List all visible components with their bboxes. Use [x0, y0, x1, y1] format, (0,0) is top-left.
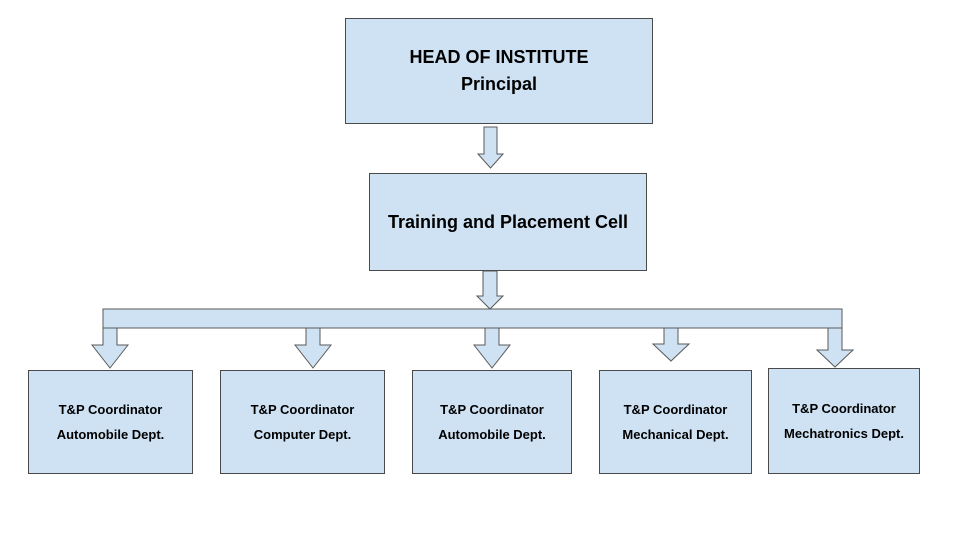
coordinator-role: T&P Coordinator	[440, 402, 544, 417]
cell-title: Training and Placement Cell	[387, 211, 629, 232]
coordinator-dept: Automobile Dept.	[438, 427, 546, 442]
distribution-bar	[102, 308, 843, 329]
coordinator-box: T&P Coordinator Automobile Dept.	[28, 370, 193, 474]
coordinator-box: T&P Coordinator Mechatronics Dept.	[768, 368, 920, 474]
coordinator-box: T&P Coordinator Mechanical Dept.	[599, 370, 752, 474]
coordinator-dept: Mechanical Dept.	[622, 427, 729, 442]
head-of-institute-box: HEAD OF INSTITUTE Principal	[345, 18, 653, 124]
coordinator-role: T&P Coordinator	[792, 401, 896, 416]
coordinator-box: T&P Coordinator Automobile Dept.	[412, 370, 572, 474]
arrow-to-coordinator-4	[815, 327, 855, 368]
coordinator-role: T&P Coordinator	[250, 402, 355, 417]
arrow-head-to-cell	[476, 126, 505, 169]
head-title: HEAD OF INSTITUTE	[409, 47, 589, 67]
coordinator-box: T&P Coordinator Computer Dept.	[220, 370, 385, 474]
coordinator-dept: Computer Dept.	[253, 427, 352, 442]
arrow-to-coordinator-1	[293, 327, 333, 369]
coordinator-role: T&P Coordinator	[58, 402, 163, 417]
arrow-to-coordinator-2	[472, 327, 512, 369]
coordinator-dept: Automobile Dept.	[56, 427, 165, 442]
arrow-to-coordinator-0	[90, 327, 130, 369]
coordinator-role: T&P Coordinator	[623, 402, 728, 417]
arrow-to-coordinator-3	[651, 327, 691, 362]
arrow-cell-to-bar	[475, 270, 505, 310]
head-subtitle: Principal	[460, 74, 538, 94]
coordinator-dept: Mechatronics Dept.	[784, 426, 904, 441]
training-placement-cell-box: Training and Placement Cell	[369, 173, 647, 271]
